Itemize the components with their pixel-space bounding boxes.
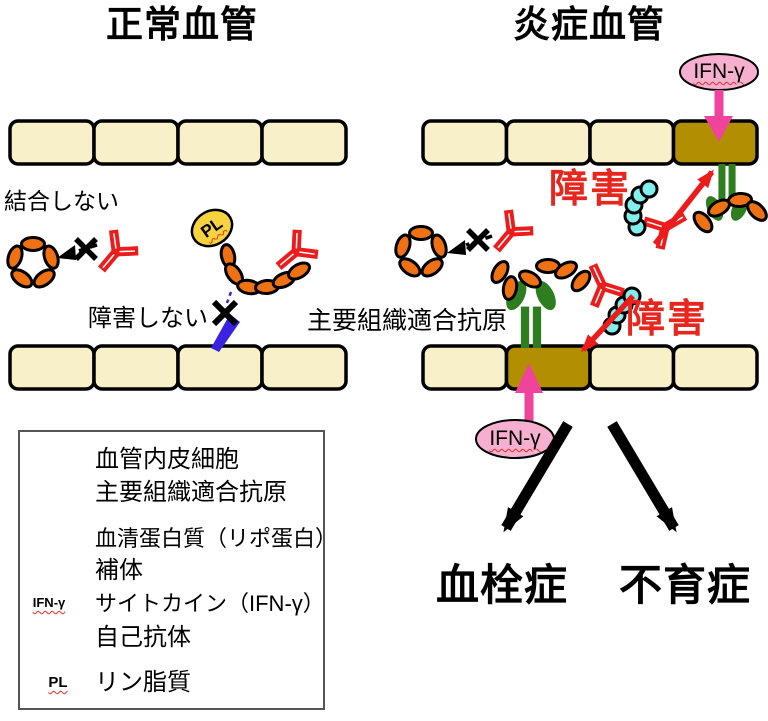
endothelial-cell (92, 119, 180, 166)
endothelial-cell (588, 119, 676, 166)
label-no-damage: 障害しない (88, 305, 208, 332)
endothelial-cell (671, 344, 759, 391)
endothelial-cell (260, 344, 348, 391)
damage-arrow-top (652, 169, 715, 246)
ifn-gamma-top-label: IFN-γ (693, 60, 745, 83)
pink-arrow-up (515, 363, 543, 421)
damage-arrow-bottom (580, 294, 636, 353)
immune-complex-bottom (487, 258, 642, 336)
right-bottom-endothelial-row (421, 344, 759, 391)
left-top-endothelial-row (8, 119, 348, 166)
label-thrombosis: 血栓症 (436, 562, 568, 610)
right-top-endothelial-row (421, 119, 759, 166)
ifn-gamma-bottom-label: IFN-γ (489, 427, 541, 450)
endothelial-cell (421, 344, 509, 391)
damaged-endothelial-cell (504, 344, 592, 391)
label-infertility: 不育症 (619, 562, 751, 610)
left-bottom-endothelial-row (8, 344, 348, 391)
legend-label-mhc: 主要組織適合抗原 (95, 479, 287, 506)
autoantibody (89, 230, 138, 280)
legend-label-complement: 補体 (95, 557, 143, 584)
label-mhc-antigen: 主要組織適合抗原 (307, 307, 508, 335)
outcome-arrow-thrombosis (501, 421, 573, 533)
title-normal-vessel: 正常血管 (106, 4, 258, 45)
label-no-binding: 結合しない (4, 188, 119, 214)
x-mark-no-damage (211, 299, 239, 327)
phospholipid-ellipse (190, 208, 234, 248)
serum-protein-ring (393, 227, 449, 280)
legend-label-cytokine: サイトカイン（IFN-γ） (95, 591, 325, 616)
endothelial-cell (176, 119, 264, 166)
endothelial-cell (260, 119, 348, 166)
pink-arrow-down (704, 90, 733, 142)
x-mark-no-binding (74, 237, 98, 261)
legend-label-endothelial-cell: 血管内皮細胞 (95, 446, 239, 473)
legend-pl-text: PL (48, 674, 68, 691)
endothelial-cell (8, 344, 96, 391)
outcome-arrow-infertility (607, 421, 679, 533)
endothelial-cell (176, 344, 264, 391)
endothelial-cell (92, 344, 180, 391)
serum-protein-ring (5, 238, 61, 291)
legend-label-phospholipid: リン脂質 (95, 669, 191, 696)
title-inflamed-vessel: 炎症血管 (513, 4, 665, 45)
legend-ifn-gamma-text: IFN-γ (32, 595, 66, 610)
label-damage-top: 障害 (549, 168, 632, 211)
legend-label-serum-protein: 血清蛋白質（リポ蛋白） (95, 526, 338, 551)
legend-label-autoantibody: 自己抗体 (95, 624, 191, 651)
x-mark-right (466, 228, 490, 252)
endothelial-cell (421, 119, 509, 166)
phospholipid-complex (190, 208, 318, 297)
endothelial-cell (588, 344, 676, 391)
serum-protein-oval (742, 196, 768, 226)
legend-box (18, 430, 325, 710)
endothelial-cell (8, 119, 96, 166)
label-damage-bottom: 障害 (626, 298, 709, 341)
endothelial-cell (504, 119, 592, 166)
